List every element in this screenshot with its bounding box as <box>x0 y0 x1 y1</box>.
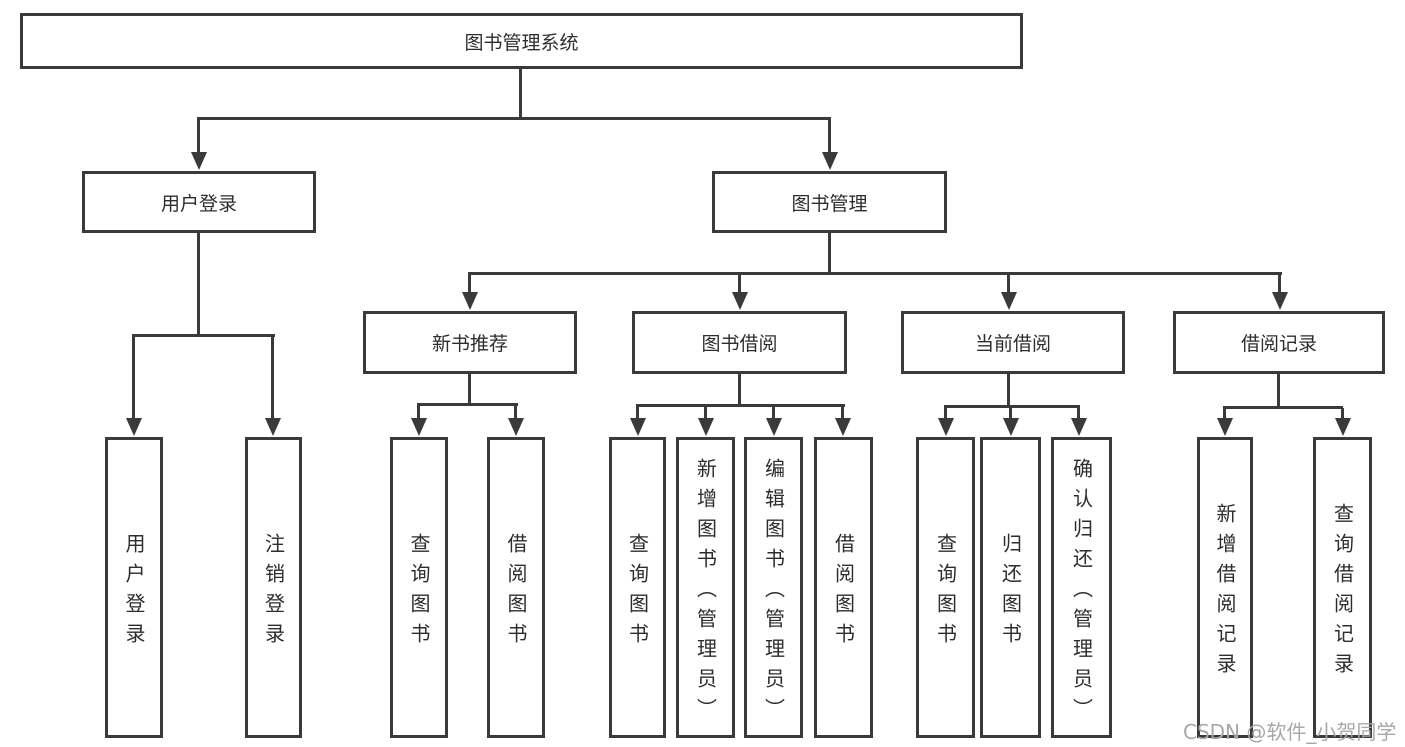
node-leaf-cur-return: 归还图书 <box>980 437 1041 738</box>
arrow-to-borrow-add-icon <box>704 406 707 418</box>
connector-borrow-bar <box>636 404 845 407</box>
node-leaf-rec-borrow: 借阅图书 <box>487 437 545 738</box>
arrow-to-user-login-icon <box>197 119 200 152</box>
arrow-to-borrow-icon <box>738 274 741 292</box>
arrow-to-rec-query-icon <box>417 405 420 418</box>
leaf-label: 查询图书 <box>407 532 431 653</box>
connector-book-mgmt-stem <box>828 233 831 274</box>
node-user-login: 用户登录 <box>82 171 316 233</box>
connector-borrow-stem <box>738 374 741 406</box>
node-leaf-rec-query: 查询图书 <box>390 437 448 738</box>
arrow-to-records-add-icon <box>1223 408 1226 418</box>
connector-new-rec-stem <box>468 374 471 405</box>
leaf-label: 确认归还（管理员） <box>1069 457 1094 728</box>
node-leaf-borrow-do: 借阅图书 <box>814 437 873 738</box>
arrow-to-cur-confirm-icon <box>1077 407 1080 418</box>
arrow-to-borrow-query-icon <box>636 406 639 418</box>
connector-current-stem <box>1007 374 1010 407</box>
node-leaf-borrow-query: 查询图书 <box>609 437 666 738</box>
leaf-label: 查询图书 <box>933 532 958 653</box>
arrow-to-records-query-icon <box>1341 408 1344 418</box>
node-leaf-login: 用户登录 <box>105 437 163 738</box>
node-records: 借阅记录 <box>1173 311 1385 374</box>
leaf-label: 编辑图书（管理员） <box>761 457 786 728</box>
leaf-label: 注销登录 <box>261 532 286 653</box>
connector-book-mgmt-bar <box>468 272 1282 275</box>
arrow-to-current-icon <box>1007 274 1010 292</box>
node-borrow: 图书借阅 <box>632 311 847 374</box>
arrow-to-borrow-do-icon <box>841 406 844 418</box>
arrow-to-new-rec-icon <box>468 274 471 292</box>
connector-current-bar <box>944 405 1080 408</box>
connector-user-login-stem <box>197 233 200 336</box>
leaf-label: 新增借阅记录 <box>1213 502 1237 683</box>
leaf-label: 归还图书 <box>998 532 1023 653</box>
arrow-to-logout-icon <box>271 336 274 418</box>
arrow-to-records-icon <box>1278 274 1281 292</box>
node-root: 图书管理系统 <box>20 13 1023 69</box>
leaf-label: 查询图书 <box>625 532 650 653</box>
node-leaf-records-add: 新增借阅记录 <box>1197 437 1253 738</box>
node-current: 当前借阅 <box>901 311 1125 374</box>
node-leaf-borrow-edit: 编辑图书（管理员） <box>744 437 803 738</box>
node-leaf-cur-confirm: 确认归还（管理员） <box>1051 437 1112 738</box>
arrow-to-book-mgmt-icon <box>828 119 831 152</box>
leaf-label: 查询借阅记录 <box>1330 502 1355 683</box>
leaf-label: 借阅图书 <box>504 532 528 653</box>
node-new-rec: 新书推荐 <box>363 311 577 374</box>
connector-records-bar <box>1223 406 1343 409</box>
connector-new-rec-bar <box>417 403 518 406</box>
connector-user-login-bar <box>132 334 275 337</box>
connector-level1-bar <box>197 117 831 120</box>
leaf-label: 新增图书（管理员） <box>693 457 718 728</box>
node-leaf-records-query: 查询借阅记录 <box>1313 437 1372 738</box>
connector-records-stem <box>1277 374 1280 408</box>
node-book-mgmt: 图书管理 <box>712 171 947 233</box>
arrow-to-cur-query-icon <box>944 407 947 418</box>
node-leaf-logout: 注销登录 <box>245 437 302 738</box>
node-leaf-cur-query: 查询图书 <box>916 437 975 738</box>
watermark: CSDN @软件_小贺同学 <box>1183 720 1397 744</box>
arrow-to-cur-return-icon <box>1009 407 1012 418</box>
leaf-label: 用户登录 <box>122 532 146 653</box>
arrow-to-borrow-edit-icon <box>772 406 775 418</box>
leaf-label: 借阅图书 <box>831 532 856 653</box>
arrow-to-login-icon <box>132 336 135 418</box>
connector-root-stem <box>519 69 522 118</box>
arrow-to-rec-borrow-icon <box>514 405 517 418</box>
node-leaf-borrow-add: 新增图书（管理员） <box>676 437 735 738</box>
